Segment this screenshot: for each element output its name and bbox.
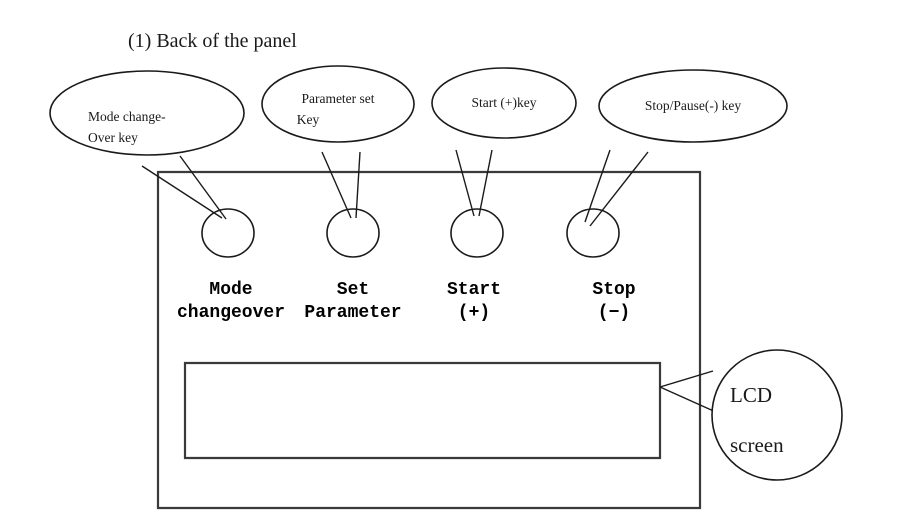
- stop-pause-callout: Stop/Pause(-) key: [598, 69, 788, 143]
- lcd-screen-callout: LCD screen: [711, 349, 843, 481]
- lcd-screen-callout-line2: screen: [730, 433, 784, 457]
- mode-changeover-callout-line1: Mode change-: [88, 109, 166, 124]
- start-key-callout-line1: Start (+)key: [472, 95, 537, 110]
- pointer-line-start-a: [455, 149, 475, 217]
- parameter-set-callout: Parameter set Key: [261, 65, 415, 143]
- panel-outline: [156, 170, 702, 510]
- panel-buttons: [201, 208, 620, 258]
- start-label-line2: (+): [458, 303, 490, 323]
- parameter-set-callout-shape: [261, 65, 415, 143]
- stop-pause-callout-line1: Stop/Pause(-) key: [645, 98, 742, 113]
- pointer-line-mode-a: [141, 165, 223, 219]
- mode-changeover-button[interactable]: [201, 208, 255, 258]
- page-title: (1) Back of the panel: [128, 30, 297, 52]
- mode-changeover-callout: Mode change- Over key: [49, 70, 245, 156]
- pointer-line-lcd-a: [659, 370, 714, 388]
- parameter-set-callout-line1: Parameter set: [301, 91, 374, 106]
- pointer-line-lcd-b: [659, 386, 719, 414]
- pointer-line-mode-b: [179, 155, 227, 220]
- start-key-callout: Start (+)key: [431, 67, 577, 139]
- button-labels: Mode changeover Set Parameter Start (+) …: [177, 280, 636, 323]
- stop-pause-callout-shape: [598, 69, 788, 143]
- set-parameter-label-line1: Set: [337, 280, 369, 300]
- pointer-line-start-b: [478, 149, 493, 217]
- lcd-screen-callout-line1: LCD: [730, 383, 772, 407]
- mode-changeover-callout-shape: [49, 70, 245, 156]
- mode-changeover-callout-line2: Over key: [88, 130, 138, 145]
- lcd-screen-area[interactable]: [183, 361, 662, 460]
- pointer-line-stop-b: [589, 151, 649, 227]
- device-panel: [156, 170, 702, 510]
- stop-button[interactable]: [566, 208, 620, 258]
- stop-label-line1: Stop: [592, 280, 635, 300]
- pointer-line-param-a: [321, 151, 352, 219]
- lcd-screen-callout-shape: [711, 349, 843, 481]
- set-parameter-button[interactable]: [326, 208, 380, 258]
- set-parameter-label-line2: Parameter: [304, 303, 401, 323]
- parameter-set-callout-line2: Key: [297, 112, 320, 127]
- pointer-line-param-b: [355, 151, 361, 219]
- mode-changeover-label-line1: Mode: [209, 280, 252, 300]
- start-button[interactable]: [450, 208, 504, 258]
- start-key-callout-shape: [431, 67, 577, 139]
- mode-changeover-label-line2: changeover: [177, 303, 285, 323]
- start-label-line1: Start: [447, 280, 501, 300]
- callout-pointers: [141, 149, 719, 414]
- pointer-line-stop-a: [584, 149, 611, 223]
- stop-label-line2: (−): [598, 303, 630, 323]
